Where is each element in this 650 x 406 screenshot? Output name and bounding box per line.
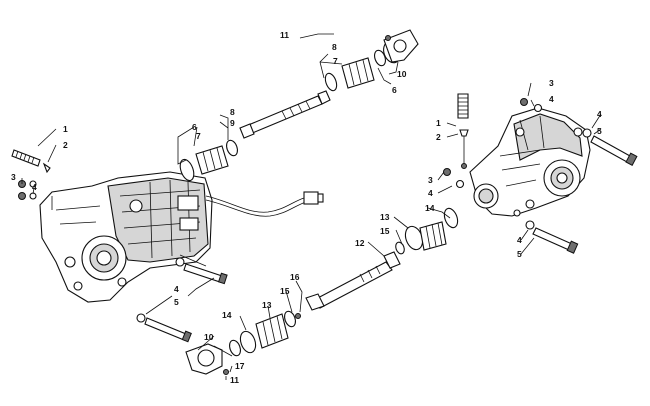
- upper-boot-assembly-left: [179, 139, 238, 182]
- front-seal-boot-assembly: [229, 310, 301, 357]
- callout-2-left: 2: [63, 140, 68, 150]
- callout-13-bottom: 13: [262, 300, 272, 310]
- upper-drive-shaft: [239, 90, 331, 139]
- callout-5-front-bolt: 5: [174, 297, 179, 307]
- rear-long-bolt-lower: [513, 209, 579, 254]
- vent-spring-right: [457, 93, 469, 169]
- front-mount-bolts: [136, 257, 228, 343]
- callout-15-bottom: 15: [280, 286, 290, 296]
- callout-13-mid: 13: [380, 212, 390, 222]
- vent-spring-left: [11, 149, 51, 174]
- rear-side-bolt-washer: [443, 168, 465, 189]
- upper-boot-assembly-right: [324, 29, 419, 92]
- callout-6-left: 6: [192, 122, 197, 132]
- callout-labels: 1 2 3 4 4 5 6 7 8 9 11 8 7 10 6 3 4 1 2 …: [11, 30, 602, 385]
- callout-17-bottom: 17: [235, 361, 245, 371]
- leader-lines: [21, 33, 602, 380]
- callout-4-rear-lower: 4: [517, 235, 522, 245]
- front-gearcase: [39, 171, 213, 303]
- callout-10-top: 10: [397, 69, 407, 79]
- rear-seal-boot-assembly: [395, 207, 459, 255]
- callout-7-top: 7: [333, 56, 338, 66]
- callout-4-rear-bolt: 4: [597, 109, 602, 119]
- rear-long-bolt-upper: [582, 128, 638, 166]
- rear-gearcase: [469, 107, 591, 217]
- callout-3-left: 3: [11, 172, 16, 182]
- callout-14-bottom: 14: [222, 310, 232, 320]
- callout-3-right: 3: [549, 78, 554, 88]
- callout-6-top: 6: [392, 85, 397, 95]
- callout-4-right: 4: [549, 94, 554, 104]
- callout-16-bottom: 16: [290, 272, 300, 282]
- callout-11-top: 11: [280, 30, 289, 40]
- front-output-flange: [185, 343, 229, 375]
- callout-2-right: 2: [436, 132, 441, 142]
- callout-10-bottom: 10: [204, 332, 214, 342]
- callout-8-left: 8: [230, 107, 235, 117]
- callout-4-front-bolt: 4: [174, 284, 179, 294]
- callout-3-mid: 3: [428, 175, 433, 185]
- callout-11-bottom: 11: [230, 375, 239, 385]
- lower-drive-shaft: [305, 251, 401, 311]
- callout-7-left: 7: [196, 131, 201, 141]
- callout-8-top: 8: [332, 42, 337, 52]
- callout-9-left: 9: [230, 118, 235, 128]
- callout-4-mid: 4: [428, 188, 433, 198]
- callout-4-left: 4: [32, 182, 37, 192]
- callout-1-right: 1: [436, 118, 441, 128]
- rear-top-bolt-washer: [520, 98, 543, 113]
- callout-5-rear-lower: 5: [517, 249, 522, 259]
- callout-14-mid: 14: [425, 203, 435, 213]
- callout-15-mid: 15: [380, 226, 390, 236]
- callout-1-left: 1: [63, 124, 68, 134]
- callout-5-rear-bolt: 5: [597, 126, 602, 136]
- wiring-harness: [205, 191, 324, 217]
- callout-12-mid: 12: [355, 238, 365, 248]
